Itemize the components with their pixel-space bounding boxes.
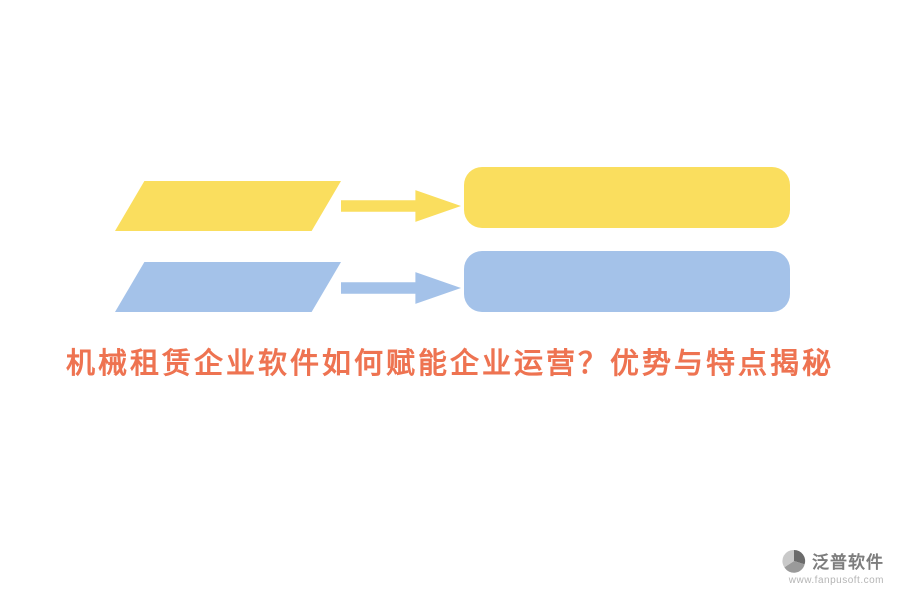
footer-logo: 泛普软件 www.fanpusoft.com: [782, 548, 884, 586]
headline: 机械租赁企业软件如何赋能企业运营？优势与特点揭秘: [65, 348, 834, 380]
fanpu-pie-logo-icon: [782, 549, 806, 573]
logo-row: 泛普软件: [782, 548, 884, 573]
logo-text: 泛普软件: [812, 553, 884, 572]
blue-arrow-right-icon: [341, 272, 461, 304]
yellow-parallelogram: [115, 181, 341, 231]
blue-parallelogram: [115, 262, 341, 312]
logo-url: www.fanpusoft.com: [788, 575, 884, 586]
yellow-rounded-rectangle: [464, 167, 790, 228]
yellow-arrow-right-icon: [341, 190, 461, 222]
blue-rounded-rectangle: [464, 251, 790, 312]
